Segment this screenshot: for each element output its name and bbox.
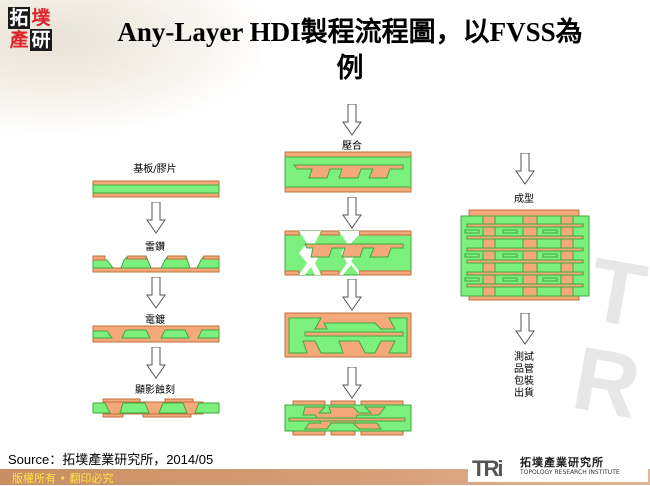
second-laser-drill-diagram (284, 230, 412, 276)
tri-chinese-name: 拓墣產業研究所 (520, 456, 604, 469)
down-arrow-icon (515, 153, 535, 185)
step-label-testing: 測試 (514, 352, 534, 363)
down-arrow-icon (342, 197, 362, 229)
second-plating-diagram (284, 312, 412, 358)
down-arrow-icon (515, 313, 535, 345)
down-arrow-icon (146, 202, 166, 234)
tri-mark: TRi (472, 456, 503, 481)
down-arrow-icon (146, 277, 166, 309)
step-label-shipping: 出貨 (514, 388, 534, 399)
step-label-packaging: 包裝 (514, 376, 534, 387)
down-arrow-icon (342, 279, 362, 311)
laser-drill-diagram (92, 255, 220, 273)
logo-char: 產 (9, 29, 29, 51)
logo-char: 研 (30, 29, 52, 51)
develop-etch-diagram (92, 398, 220, 418)
slide-title-line2: 例 (336, 53, 364, 83)
forming-multilayer-diagram (460, 209, 590, 301)
tri-corner-logo: 拓 墣 產 研 (8, 7, 52, 53)
down-arrow-icon (146, 347, 166, 379)
source-citation: Source：拓墣產業研究所，2014/05 (8, 452, 214, 467)
slide-title: Any-Layer HDI製程流程圖，以FVSS為 例 (70, 14, 630, 86)
plating-diagram (92, 325, 220, 343)
down-arrow-icon (342, 104, 362, 136)
step-label-laser-drill: 雷鑽 (145, 242, 165, 253)
tri-brand-logo: TRi 拓墣產業研究所 TOPOLOGY RESEARCH INSTITUTE (468, 452, 648, 482)
step-label-develop-etch: 顯影蝕刻 (135, 385, 175, 396)
step-label-lamination: 壓合 (342, 141, 362, 152)
outer-etch-diagram (284, 400, 412, 436)
tri-english-name: TOPOLOGY RESEARCH INSTITUTE (520, 469, 620, 476)
step-label-substrate: 基板/膠片 (133, 164, 177, 175)
copyright-text: 版權所有 • 翻印必究 (12, 472, 114, 485)
step-label-qc: 品管 (514, 364, 534, 375)
step-label-forming: 成型 (514, 194, 534, 205)
background-map-texture (0, 0, 260, 130)
logo-char: 墣 (31, 7, 51, 29)
slide-title-line1: Any-Layer HDI製程流程圖，以FVSS為 (117, 17, 583, 47)
down-arrow-icon (342, 367, 362, 399)
lamination-diagram (284, 151, 412, 193)
step-label-plating: 電鍍 (145, 315, 165, 326)
final-steps-label: 測試 品管 包裝 出貨 (504, 352, 544, 400)
logo-char: 拓 (8, 7, 30, 29)
substrate-diagram (92, 180, 220, 198)
